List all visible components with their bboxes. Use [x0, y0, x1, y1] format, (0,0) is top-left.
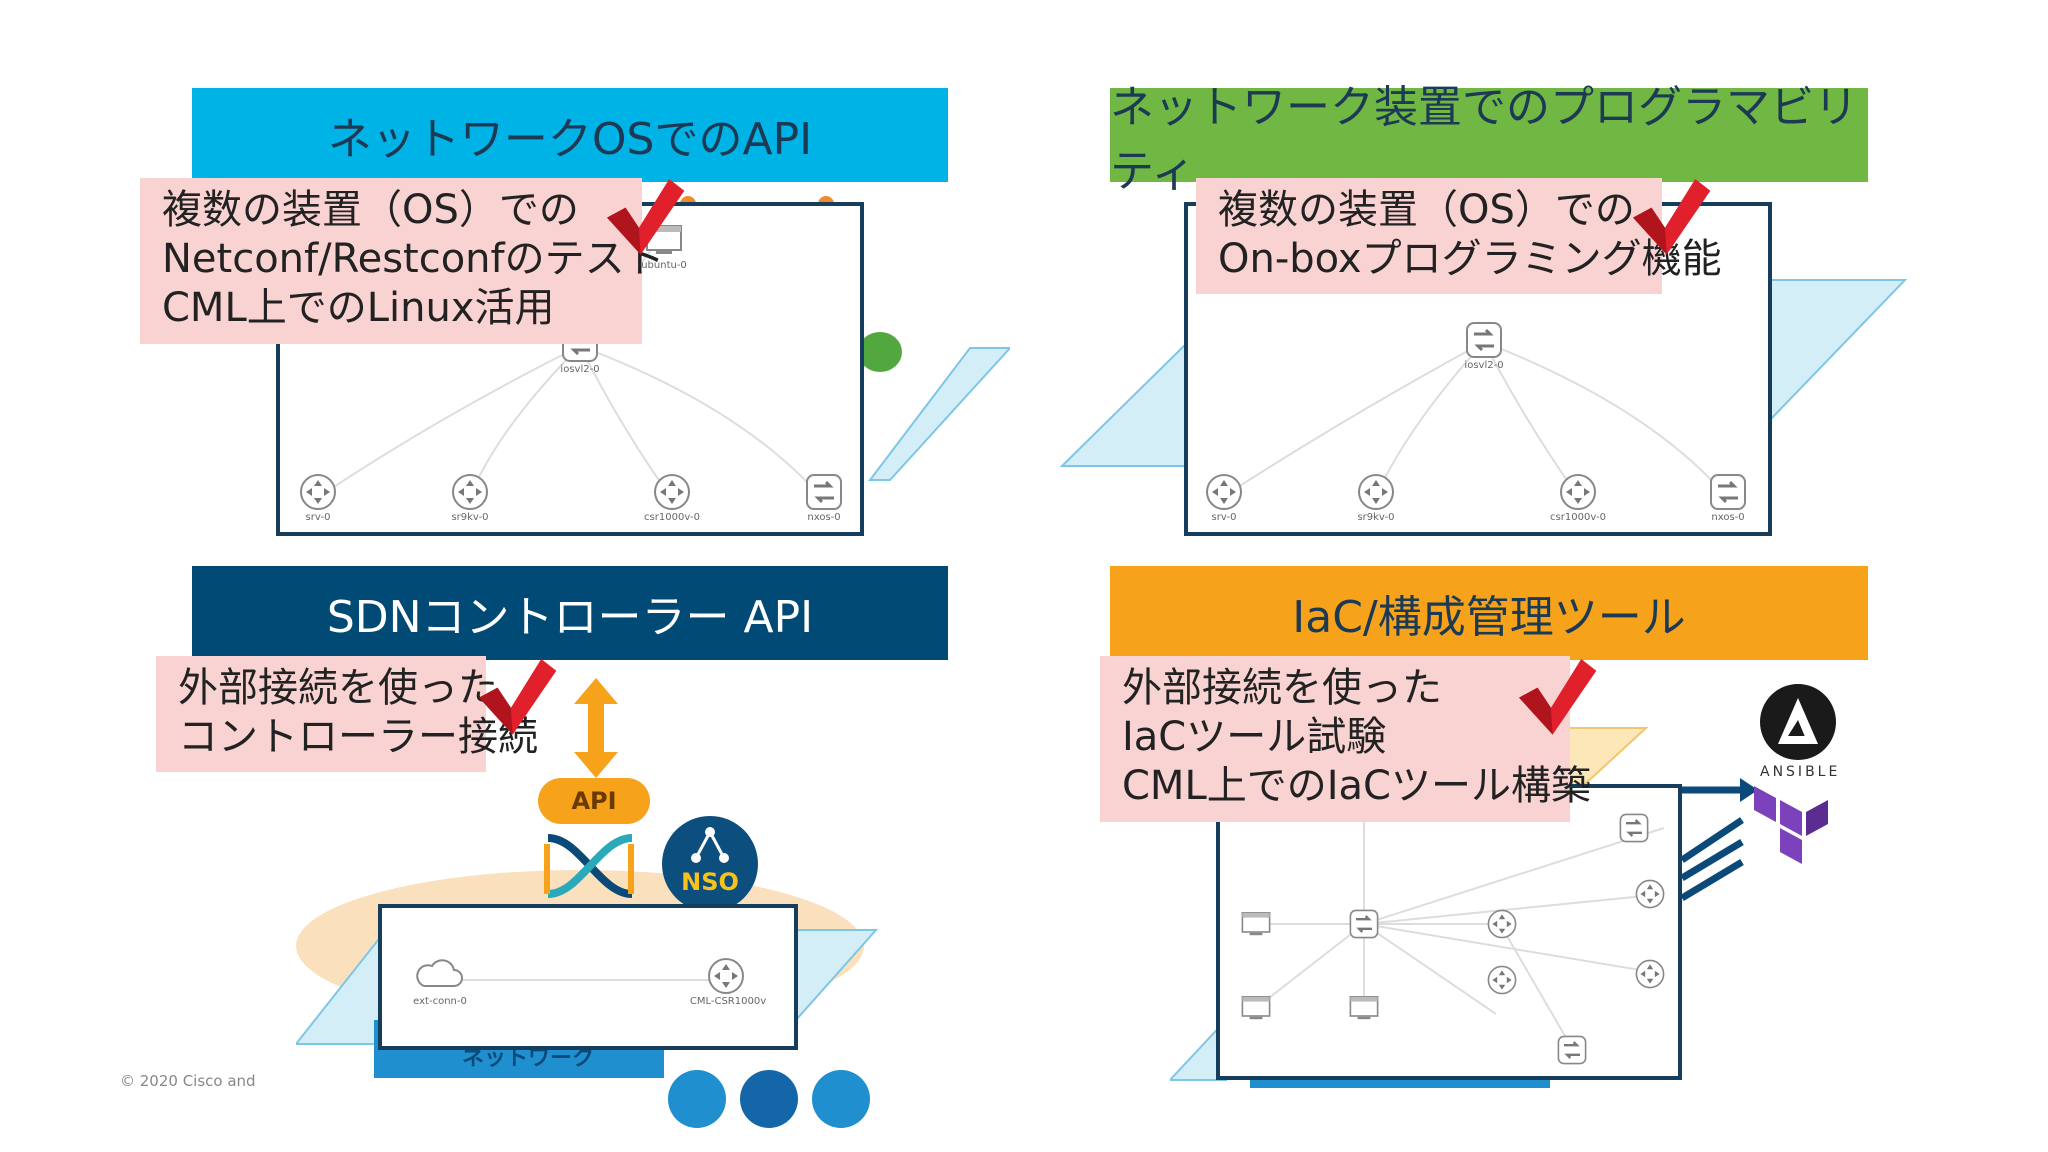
q4-banner-title: IaC/構成管理ツール — [1292, 592, 1686, 643]
switch-icon[interactable] — [1708, 472, 1748, 512]
switch-icon[interactable] — [1464, 320, 1504, 360]
q4-note-line-3: CML上でのIaCツール構築 — [1122, 763, 1591, 809]
switch-icon[interactable] — [804, 472, 844, 512]
ansible-label: ANSIBLE — [1760, 764, 1841, 780]
server-icon[interactable] — [1348, 994, 1380, 1022]
node-label: ubuntu-0 — [641, 260, 687, 271]
router-icon[interactable] — [298, 472, 338, 512]
switch-icon[interactable] — [1348, 908, 1380, 940]
router-icon[interactable] — [1634, 958, 1666, 990]
nso-tree-icon — [691, 827, 729, 863]
controller-logo-icon — [544, 834, 634, 898]
router-icon[interactable] — [1558, 472, 1598, 512]
q3-note-line-1: 外部接続を使った — [178, 665, 498, 711]
q3-links — [442, 979, 726, 981]
node-label: csr1000v-0 — [1550, 512, 1606, 523]
checkmark-icon — [1628, 174, 1712, 258]
q3-platform-label: ネットワーク — [462, 1046, 595, 1071]
user-icon — [740, 1070, 798, 1128]
q4-note: 外部接続を使った IaCツール試験 CML上でのIaCツール構築 — [1100, 656, 1591, 822]
api-badge-label: API — [571, 787, 617, 815]
q4-topology-canvas — [1216, 784, 1682, 1080]
q4-links — [1255, 808, 1665, 1049]
cloud-icon[interactable] — [414, 958, 464, 992]
router-icon[interactable] — [1486, 908, 1518, 940]
nso-badge: NSO — [662, 816, 758, 912]
checkmark-icon — [474, 654, 558, 738]
router-icon[interactable] — [1634, 878, 1666, 910]
q3-banner-title: SDNコントローラー API — [326, 592, 814, 643]
home-icon — [812, 1070, 870, 1128]
node-label: iosvl2-0 — [560, 364, 600, 375]
router-icon[interactable] — [706, 956, 746, 996]
automation-arrows-icon — [1680, 778, 1758, 902]
q3-topology-canvas: ext-conn-0 CML-CSR1000v — [378, 904, 798, 1050]
checkmark-icon — [602, 174, 686, 258]
api-double-arrow-icon — [574, 678, 618, 778]
switch-icon[interactable] — [1556, 1034, 1588, 1066]
q3-banner: SDNコントローラー API — [192, 566, 948, 660]
node-label: iosvl2-0 — [1464, 360, 1504, 371]
router-icon[interactable] — [450, 472, 490, 512]
q2-note-line-2: On-boxプログラミング機能 — [1218, 236, 1722, 282]
copyright-text: © 2020 Cisco and — [120, 1072, 256, 1090]
q3-note-line-2: コントローラー接続 — [178, 714, 538, 760]
q3-note: 外部接続を使った コントローラー接続 — [156, 656, 538, 772]
appliance-icon — [668, 1070, 726, 1128]
q4-banner: IaC/構成管理ツール — [1110, 566, 1868, 660]
q2-banner-title: ネットワーク装置でのプログラマビリティ — [1110, 82, 1858, 197]
q1-note-line-2: Netconf/Restconfのテスト — [162, 236, 665, 282]
server-icon[interactable] — [1240, 994, 1272, 1022]
ansible-logo-icon — [1760, 684, 1836, 760]
server-icon[interactable] — [1240, 910, 1272, 938]
node-label: nxos-0 — [807, 512, 841, 523]
router-icon[interactable] — [1204, 472, 1244, 512]
q4-note-line-2: IaCツール試験 — [1122, 714, 1387, 760]
q2-note-line-1: 複数の装置（OS）での — [1218, 187, 1635, 233]
router-icon[interactable] — [1486, 964, 1518, 996]
node-label: sr9kv-0 — [1357, 512, 1395, 523]
router-icon[interactable] — [1356, 472, 1396, 512]
api-badge: API — [538, 778, 650, 824]
node-label: CML-CSR1000v — [689, 996, 767, 1007]
q4-note-line-1: 外部接続を使った — [1122, 665, 1442, 711]
switch-icon[interactable] — [1618, 812, 1650, 844]
q1-note: 複数の装置（OS）での Netconf/Restconfのテスト CML上でのL… — [140, 178, 665, 344]
terraform-logo-icon — [1754, 786, 1828, 864]
node-label: csr1000v-0 — [644, 512, 700, 523]
router-icon[interactable] — [652, 472, 692, 512]
node-label: ext-conn-0 — [413, 996, 467, 1007]
q1-banner-title: ネットワークOSでのAPI — [327, 114, 813, 165]
node-label: srv-0 — [305, 512, 331, 523]
node-label: sr9kv-0 — [451, 512, 489, 523]
q2-banner: ネットワーク装置でのプログラマビリティ — [1110, 82, 1868, 197]
node-label: nxos-0 — [1711, 512, 1745, 523]
checkmark-icon — [1514, 654, 1598, 738]
q1-banner: ネットワークOSでのAPI — [192, 88, 948, 182]
node-label: srv-0 — [1211, 512, 1237, 523]
q2-note: 複数の装置（OS）での On-boxプログラミング機能 — [1196, 178, 1722, 294]
q1-note-line-3: CML上でのLinux活用 — [162, 285, 555, 331]
nso-label: NSO — [681, 868, 739, 896]
q1-note-line-1: 複数の装置（OS）での — [162, 187, 579, 233]
